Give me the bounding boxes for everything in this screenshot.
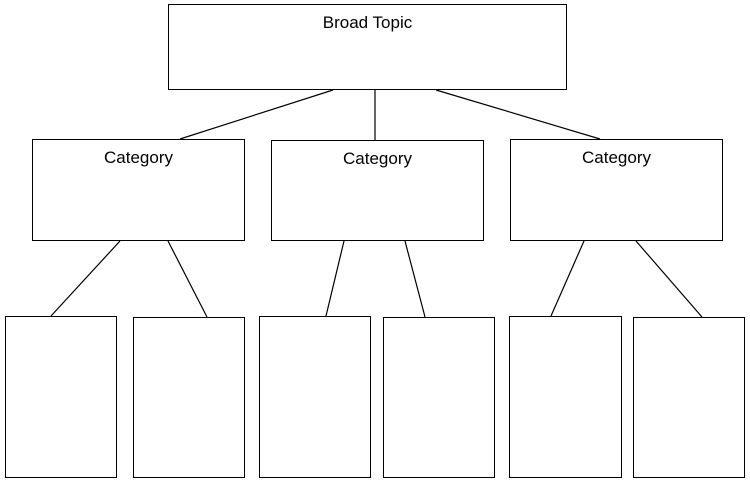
category-label-1: Category: [104, 148, 173, 167]
connector-cat1-sub1: [50, 240, 121, 317]
connector-topic-cat3: [435, 89, 601, 140]
category-box-2: Category: [271, 140, 484, 241]
broad-topic-label: Broad Topic: [322, 13, 413, 32]
category-label-2: Category: [343, 149, 412, 168]
detail-box-3-2: [633, 317, 745, 478]
detail-box-1-2: [133, 317, 245, 478]
connector-cat1-sub2: [167, 240, 208, 318]
category-box-1: Category: [32, 139, 245, 241]
connector-topic-cat1: [179, 89, 334, 140]
connector-cat3-sub2: [635, 240, 703, 318]
broad-topic-box: Broad Topic: [168, 4, 567, 90]
detail-box-2-1: [259, 316, 371, 478]
category-label-3: Category: [582, 148, 651, 167]
detail-box-1-1: [5, 316, 117, 478]
connector-cat2-sub2: [404, 240, 426, 318]
detail-box-2-2: [383, 317, 495, 478]
connector-cat3-sub1: [550, 240, 585, 317]
connector-cat2-sub1: [325, 240, 345, 317]
category-box-3: Category: [510, 139, 723, 241]
detail-box-3-1: [509, 316, 622, 478]
